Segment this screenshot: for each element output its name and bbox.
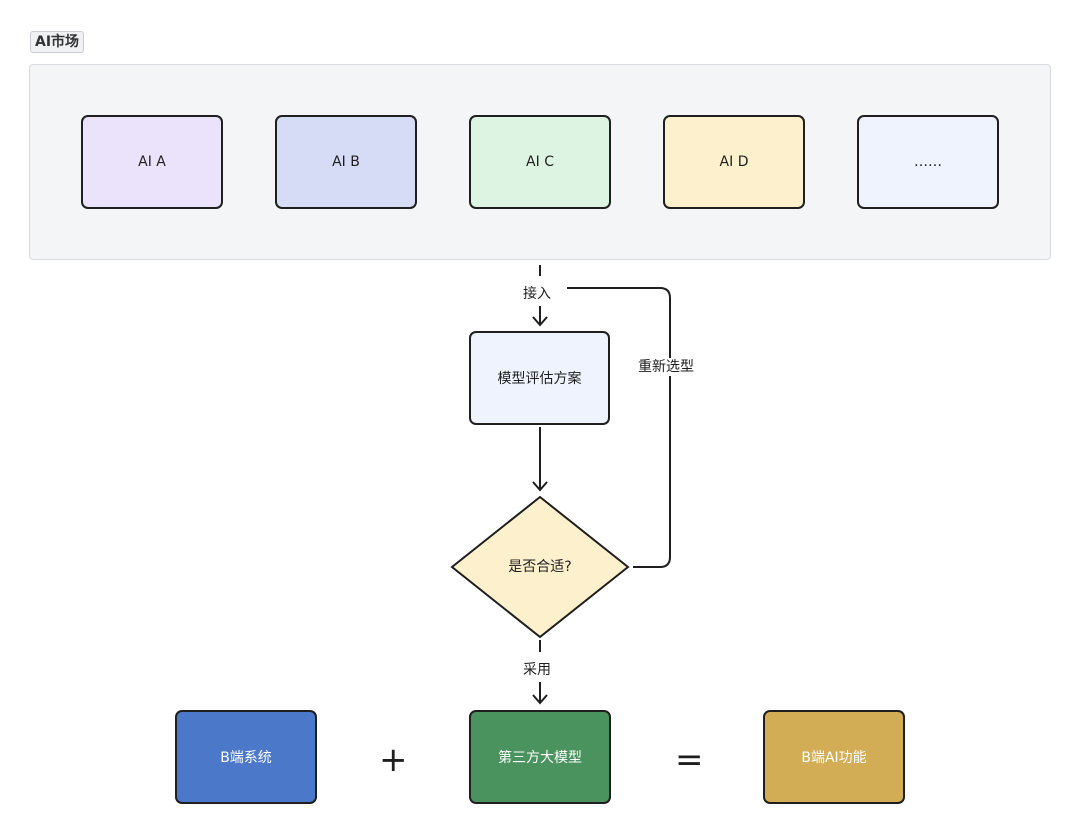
edge-label-connect: 接入	[521, 285, 553, 303]
eval-plan-box[interactable]: 模型评估方案	[469, 331, 610, 425]
ai-card-c[interactable]: AI C	[469, 115, 611, 209]
third-party-llm-box[interactable]: 第三方大模型	[469, 710, 611, 804]
edge-label-adopt: 采用	[521, 661, 553, 679]
b-ai-feature-label: B端AI功能	[801, 750, 867, 766]
eval-plan-label: 模型评估方案	[497, 371, 582, 387]
ai-card-label: AI A	[138, 154, 166, 170]
ai-card-a[interactable]: AI A	[81, 115, 223, 209]
b-system-box[interactable]: B端系统	[175, 710, 317, 804]
decision-diamond[interactable]	[450, 495, 630, 639]
ai-card-b[interactable]: AI B	[275, 115, 417, 209]
third-party-llm-label: 第三方大模型	[498, 750, 582, 766]
arrowhead-decision	[532, 481, 548, 492]
b-ai-feature-box[interactable]: B端AI功能	[763, 710, 905, 804]
ai-card-d[interactable]: AI D	[663, 115, 805, 209]
ai-card-more[interactable]: ……	[857, 115, 999, 209]
plus-sign: +	[379, 740, 408, 780]
section-tag-ai-market: AI市场	[30, 31, 85, 53]
equals-sign: =	[675, 740, 704, 780]
edge-reselect-loop	[567, 287, 671, 568]
edge-label-reselect: 重新选型	[636, 358, 696, 376]
arrowhead-adopt	[532, 694, 548, 705]
arrowhead-connect	[532, 316, 548, 327]
ai-card-label: ……	[914, 154, 942, 170]
ai-card-label: AI B	[332, 154, 360, 170]
decision-label: 是否合适?	[508, 559, 572, 575]
ai-card-label: AI C	[526, 154, 554, 170]
ai-card-label: AI D	[719, 154, 749, 170]
b-system-label: B端系统	[220, 750, 272, 766]
